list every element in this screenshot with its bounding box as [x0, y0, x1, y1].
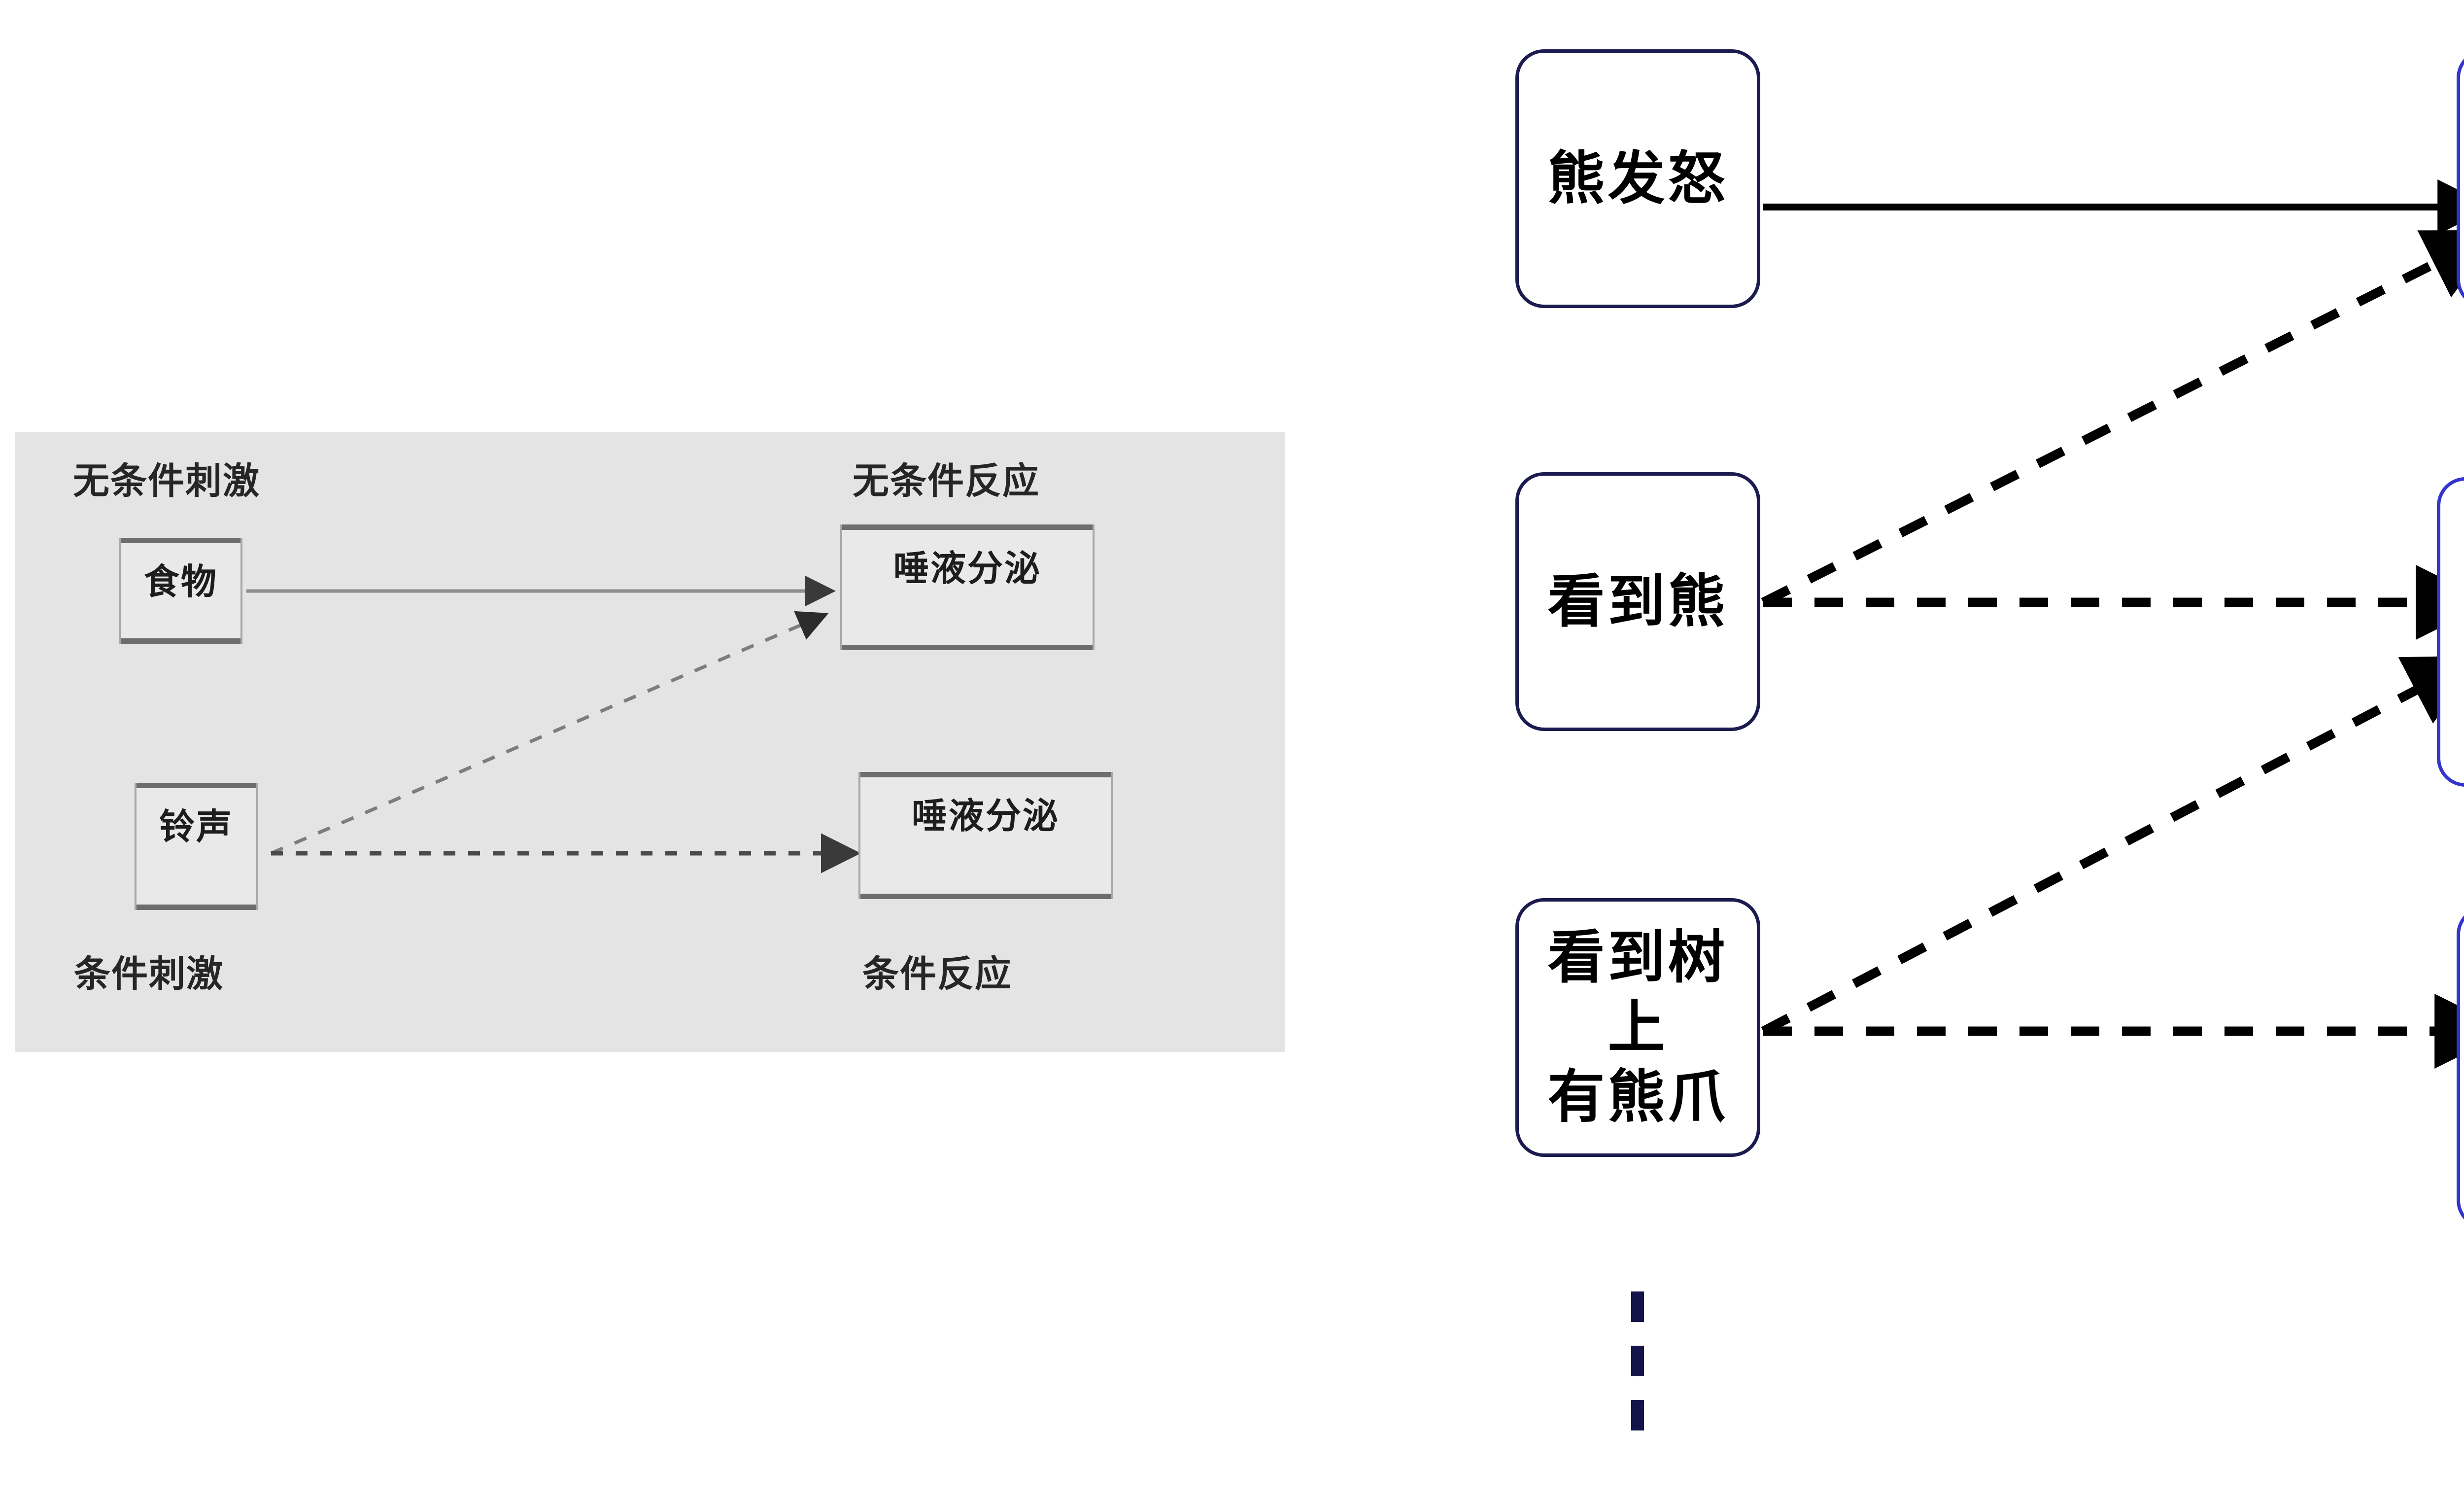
- cc-box-bell: 铃声: [135, 783, 258, 910]
- cc-box-salivation-top-label: 唾液分泌: [893, 549, 1041, 589]
- node-see-bear-label: 看到熊: [1547, 568, 1728, 635]
- classical-conditioning-panel: 无条件刺激 无条件反应 条件刺激 条件反应 食物 铃声 唾液分泌 唾液分泌: [15, 432, 1285, 1052]
- label-unconditioned-stimulus: 无条件刺激: [73, 460, 260, 501]
- ellipsis-dot: [1631, 1400, 1644, 1430]
- ellipsis-left-column: [1631, 1291, 1644, 1454]
- node-bear-angry[interactable]: 熊发怒: [1515, 49, 1760, 308]
- node-value-next-state[interactable]: V(s′): [2437, 477, 2464, 787]
- label-conditioned-stimulus: 条件刺激: [74, 953, 224, 994]
- cc-box-salivation-top: 唾液分泌: [840, 524, 1095, 650]
- label-unconditioned-response: 无条件反应: [853, 460, 1040, 501]
- cc-box-salivation-bottom: 唾液分泌: [858, 772, 1113, 899]
- node-see-claw-label: 看到树上 有熊爪: [1519, 923, 1757, 1132]
- cc-box-bell-label: 铃声: [159, 807, 233, 847]
- node-see-claw-line1: 看到树上: [1547, 924, 1728, 1061]
- cc-box-salivation-bottom-label: 唾液分泌: [911, 797, 1060, 836]
- ellipsis-dot: [1631, 1346, 1644, 1376]
- node-see-claw[interactable]: 看到树上 有熊爪: [1515, 898, 1760, 1157]
- node-value-state[interactable]: V(s): [2457, 906, 2464, 1229]
- edge-see-bear-to-reward: [1761, 230, 2464, 607]
- cc-box-food-label: 食物: [143, 562, 218, 602]
- node-see-bear[interactable]: 看到熊: [1515, 472, 1760, 731]
- classical-conditioning-arrows: [246, 575, 861, 873]
- node-see-claw-line2: 有熊爪: [1547, 1064, 1728, 1131]
- node-reward[interactable]: 奖励: [2457, 49, 2464, 308]
- label-conditioned-response: 条件反应: [862, 953, 1012, 994]
- ellipsis-dot: [1631, 1291, 1644, 1322]
- node-bear-angry-label: 熊发怒: [1547, 145, 1728, 212]
- cc-box-food: 食物: [119, 538, 242, 644]
- edge-see-claw-to-v-next: [1761, 656, 2464, 1036]
